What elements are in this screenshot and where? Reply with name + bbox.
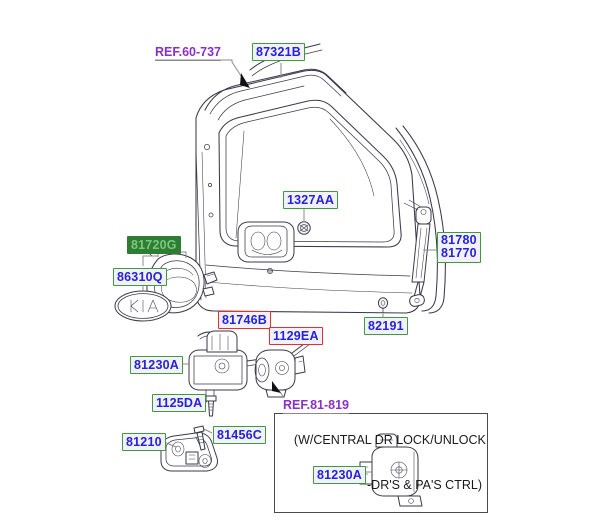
part-actuator-assembly: [254, 332, 317, 398]
part-1327aa-grommet: [297, 221, 311, 235]
part-86310q-emblem: [114, 290, 172, 322]
part-label-81210[interactable]: 81210: [122, 433, 166, 451]
part-label-87321b[interactable]: 87321B: [252, 43, 305, 61]
part-label-86310q[interactable]: 86310Q: [113, 268, 167, 286]
part-label-1129ea[interactable]: 1129EA: [269, 327, 323, 345]
part-label-81746b[interactable]: 81746B: [218, 311, 271, 329]
part-label-1327aa[interactable]: 1327AA: [283, 191, 339, 209]
part-label-81720g[interactable]: 81720G: [127, 236, 181, 254]
part-82191-stopper: [377, 297, 389, 314]
inset-caption-line-2: -DR'S & PA'S CTRL): [367, 478, 482, 492]
part-81456c-bolt: [193, 425, 206, 451]
part-label-82191[interactable]: 82191: [364, 317, 408, 335]
part-label-81230a-inset[interactable]: 81230A: [313, 466, 366, 484]
ref-label-81-819[interactable]: REF.81-819: [283, 398, 350, 414]
part-81230a-latch: [188, 330, 269, 398]
part-label-1125da[interactable]: 1125DA: [152, 394, 207, 412]
inset-caption: (W/CENTRAL DR LOCK/UNLOCK -DR'S & PA'S C…: [280, 418, 486, 523]
ref-label-60-737[interactable]: REF.60-737: [155, 45, 222, 61]
part-label-81780-81770[interactable]: 81780 81770: [437, 232, 481, 263]
inset-part-81230a-actuator: [359, 433, 423, 507]
part-1125da-bolt: [205, 395, 217, 417]
part-label-81230a[interactable]: 81230A: [130, 356, 183, 374]
part-label-81456c[interactable]: 81456C: [213, 426, 266, 444]
part-81780-gas-strut: [409, 206, 432, 307]
central-lock-inset-box: [274, 413, 488, 513]
part-81210-hinge: [160, 432, 218, 472]
inset-caption-line-1: (W/CENTRAL DR LOCK/UNLOCK: [293, 433, 486, 447]
tailgate-panel: [195, 43, 446, 326]
